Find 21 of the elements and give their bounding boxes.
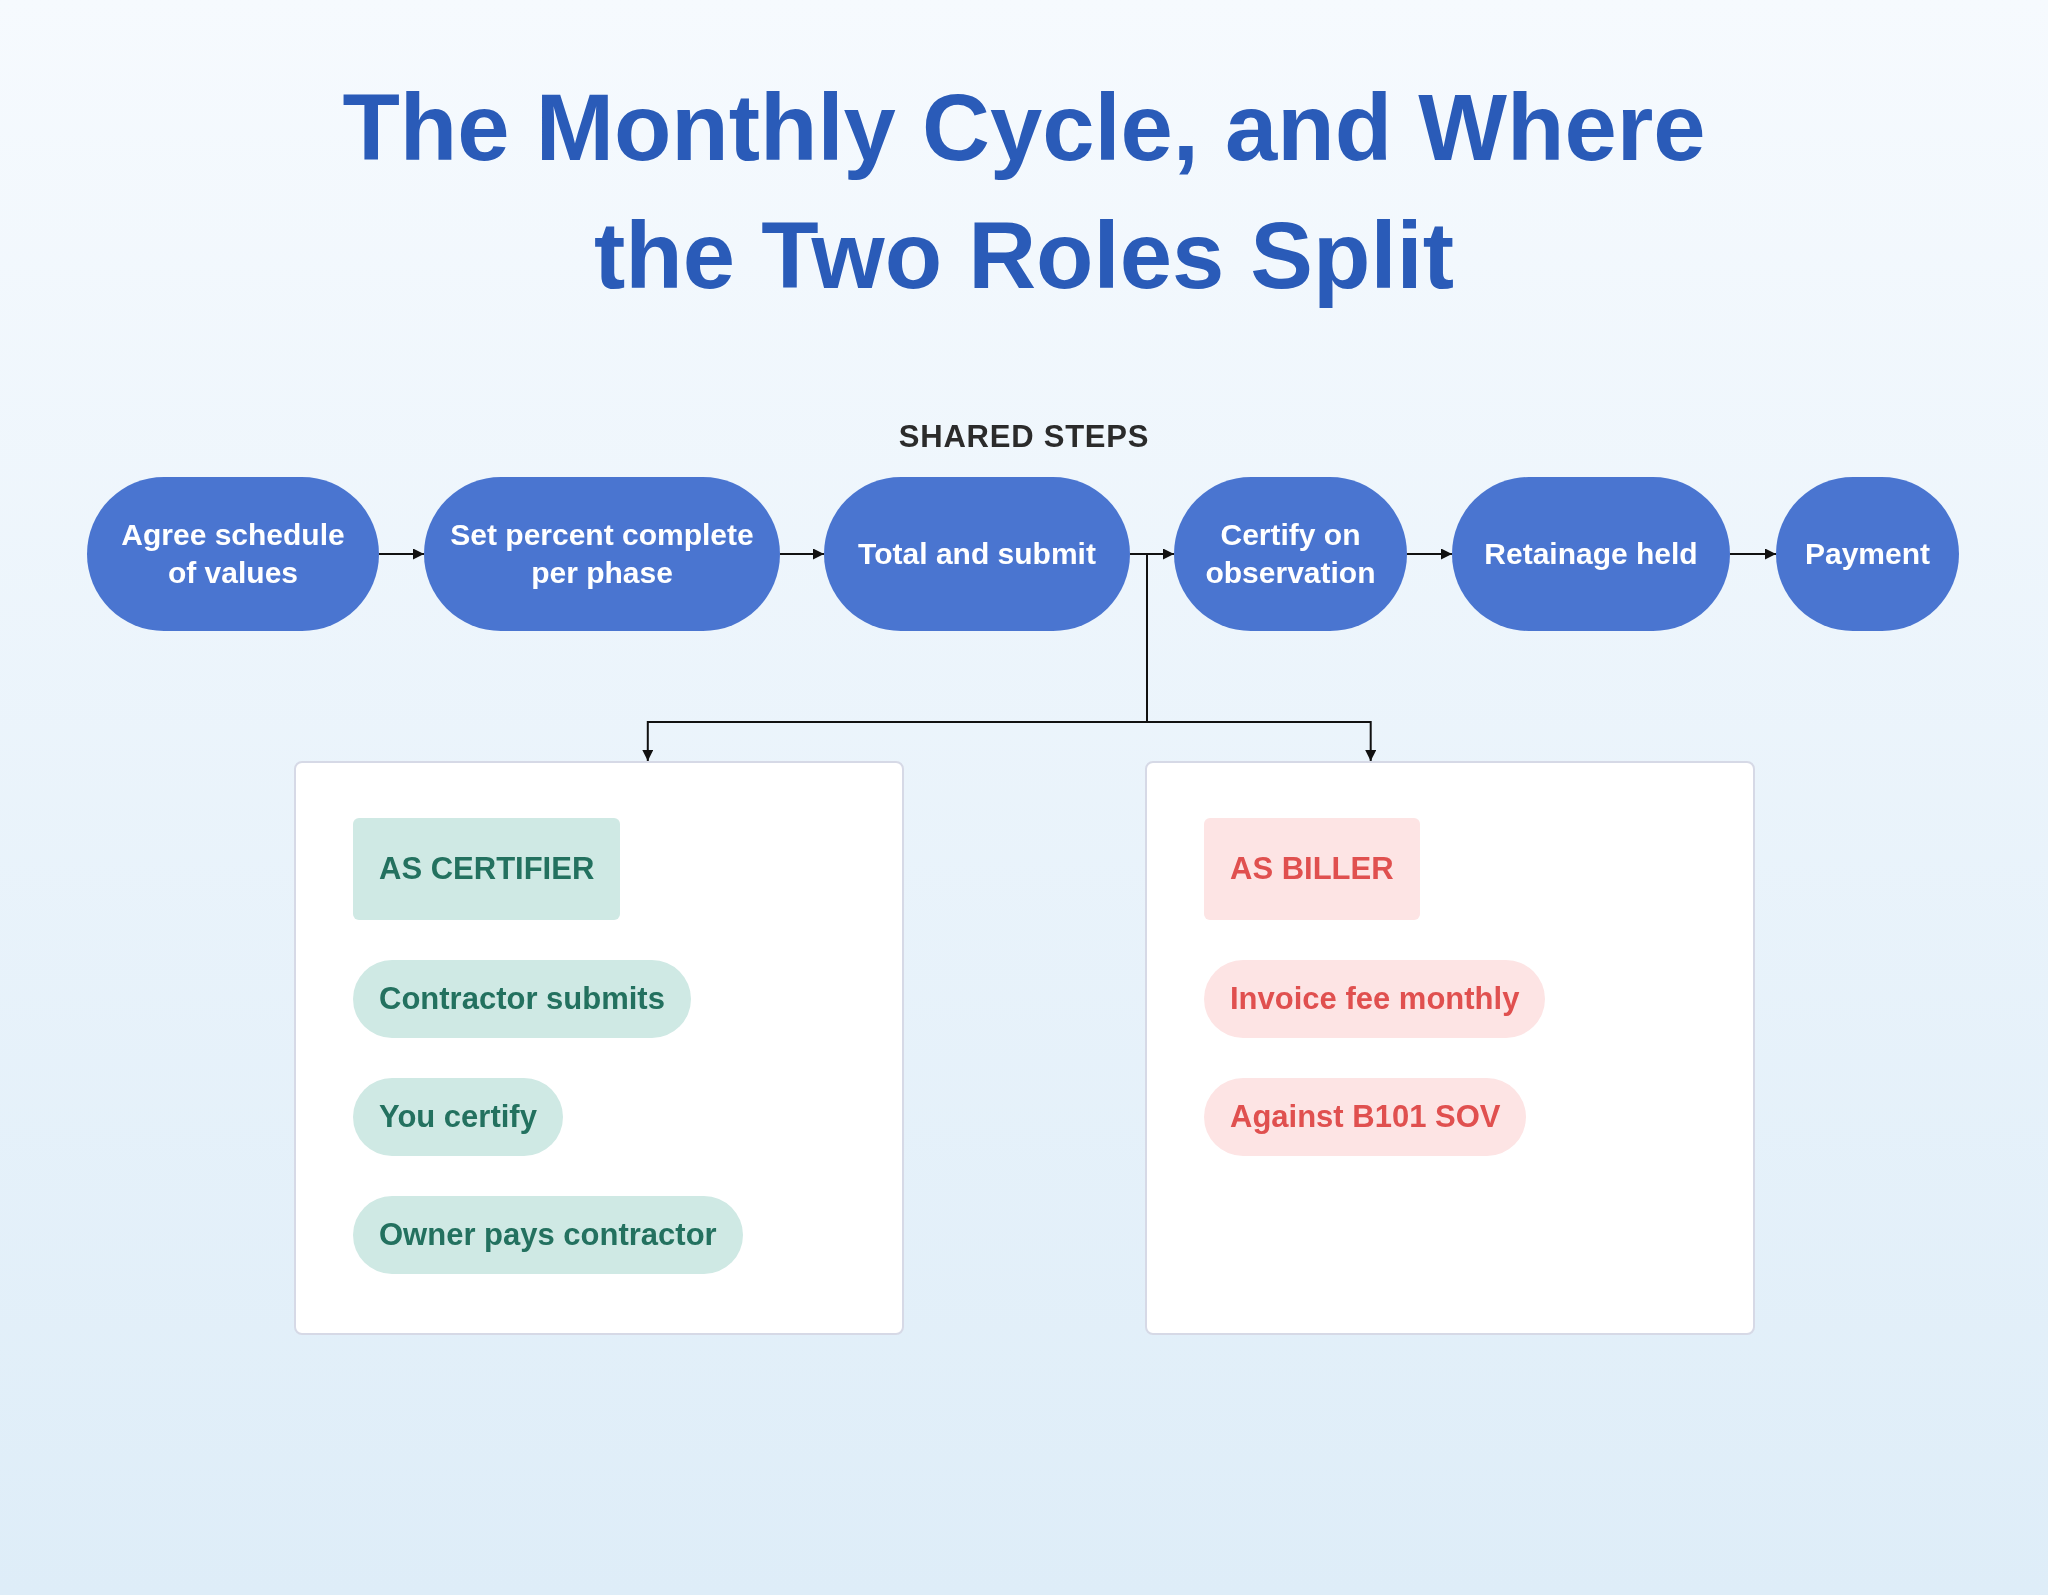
step-pill: Set percent complete per phase — [424, 477, 780, 631]
step-pill: Retainage held — [1452, 477, 1730, 631]
role-panel — [294, 761, 904, 1335]
arrow — [1406, 548, 1453, 560]
role-step-pill: Contractor submits — [353, 960, 691, 1038]
role-panel — [1145, 761, 1755, 1335]
role-heading-tag: AS CERTIFIER — [353, 818, 621, 920]
role-step-pill: You certify — [353, 1078, 563, 1156]
section-heading: SHARED STEPS — [897, 418, 1151, 456]
arrow — [1729, 548, 1777, 560]
title: The Monthly Cycle, and Where the Two Roles Split — [341, 74, 1707, 310]
step-pill: Agree schedule of values — [87, 477, 379, 631]
step-pill: Payment — [1776, 477, 1959, 631]
arrow — [779, 548, 825, 560]
role-heading-tag: AS BILLER — [1204, 818, 1420, 920]
step-pill: Certify on observation — [1174, 477, 1407, 631]
role-step-pill: Against B101 SOV — [1204, 1078, 1527, 1156]
role-step-pill: Owner pays contractor — [353, 1196, 743, 1274]
step-pill: Total and submit — [824, 477, 1130, 631]
arrow — [378, 548, 425, 560]
role-step-pill: Invoice fee monthly — [1204, 960, 1546, 1038]
